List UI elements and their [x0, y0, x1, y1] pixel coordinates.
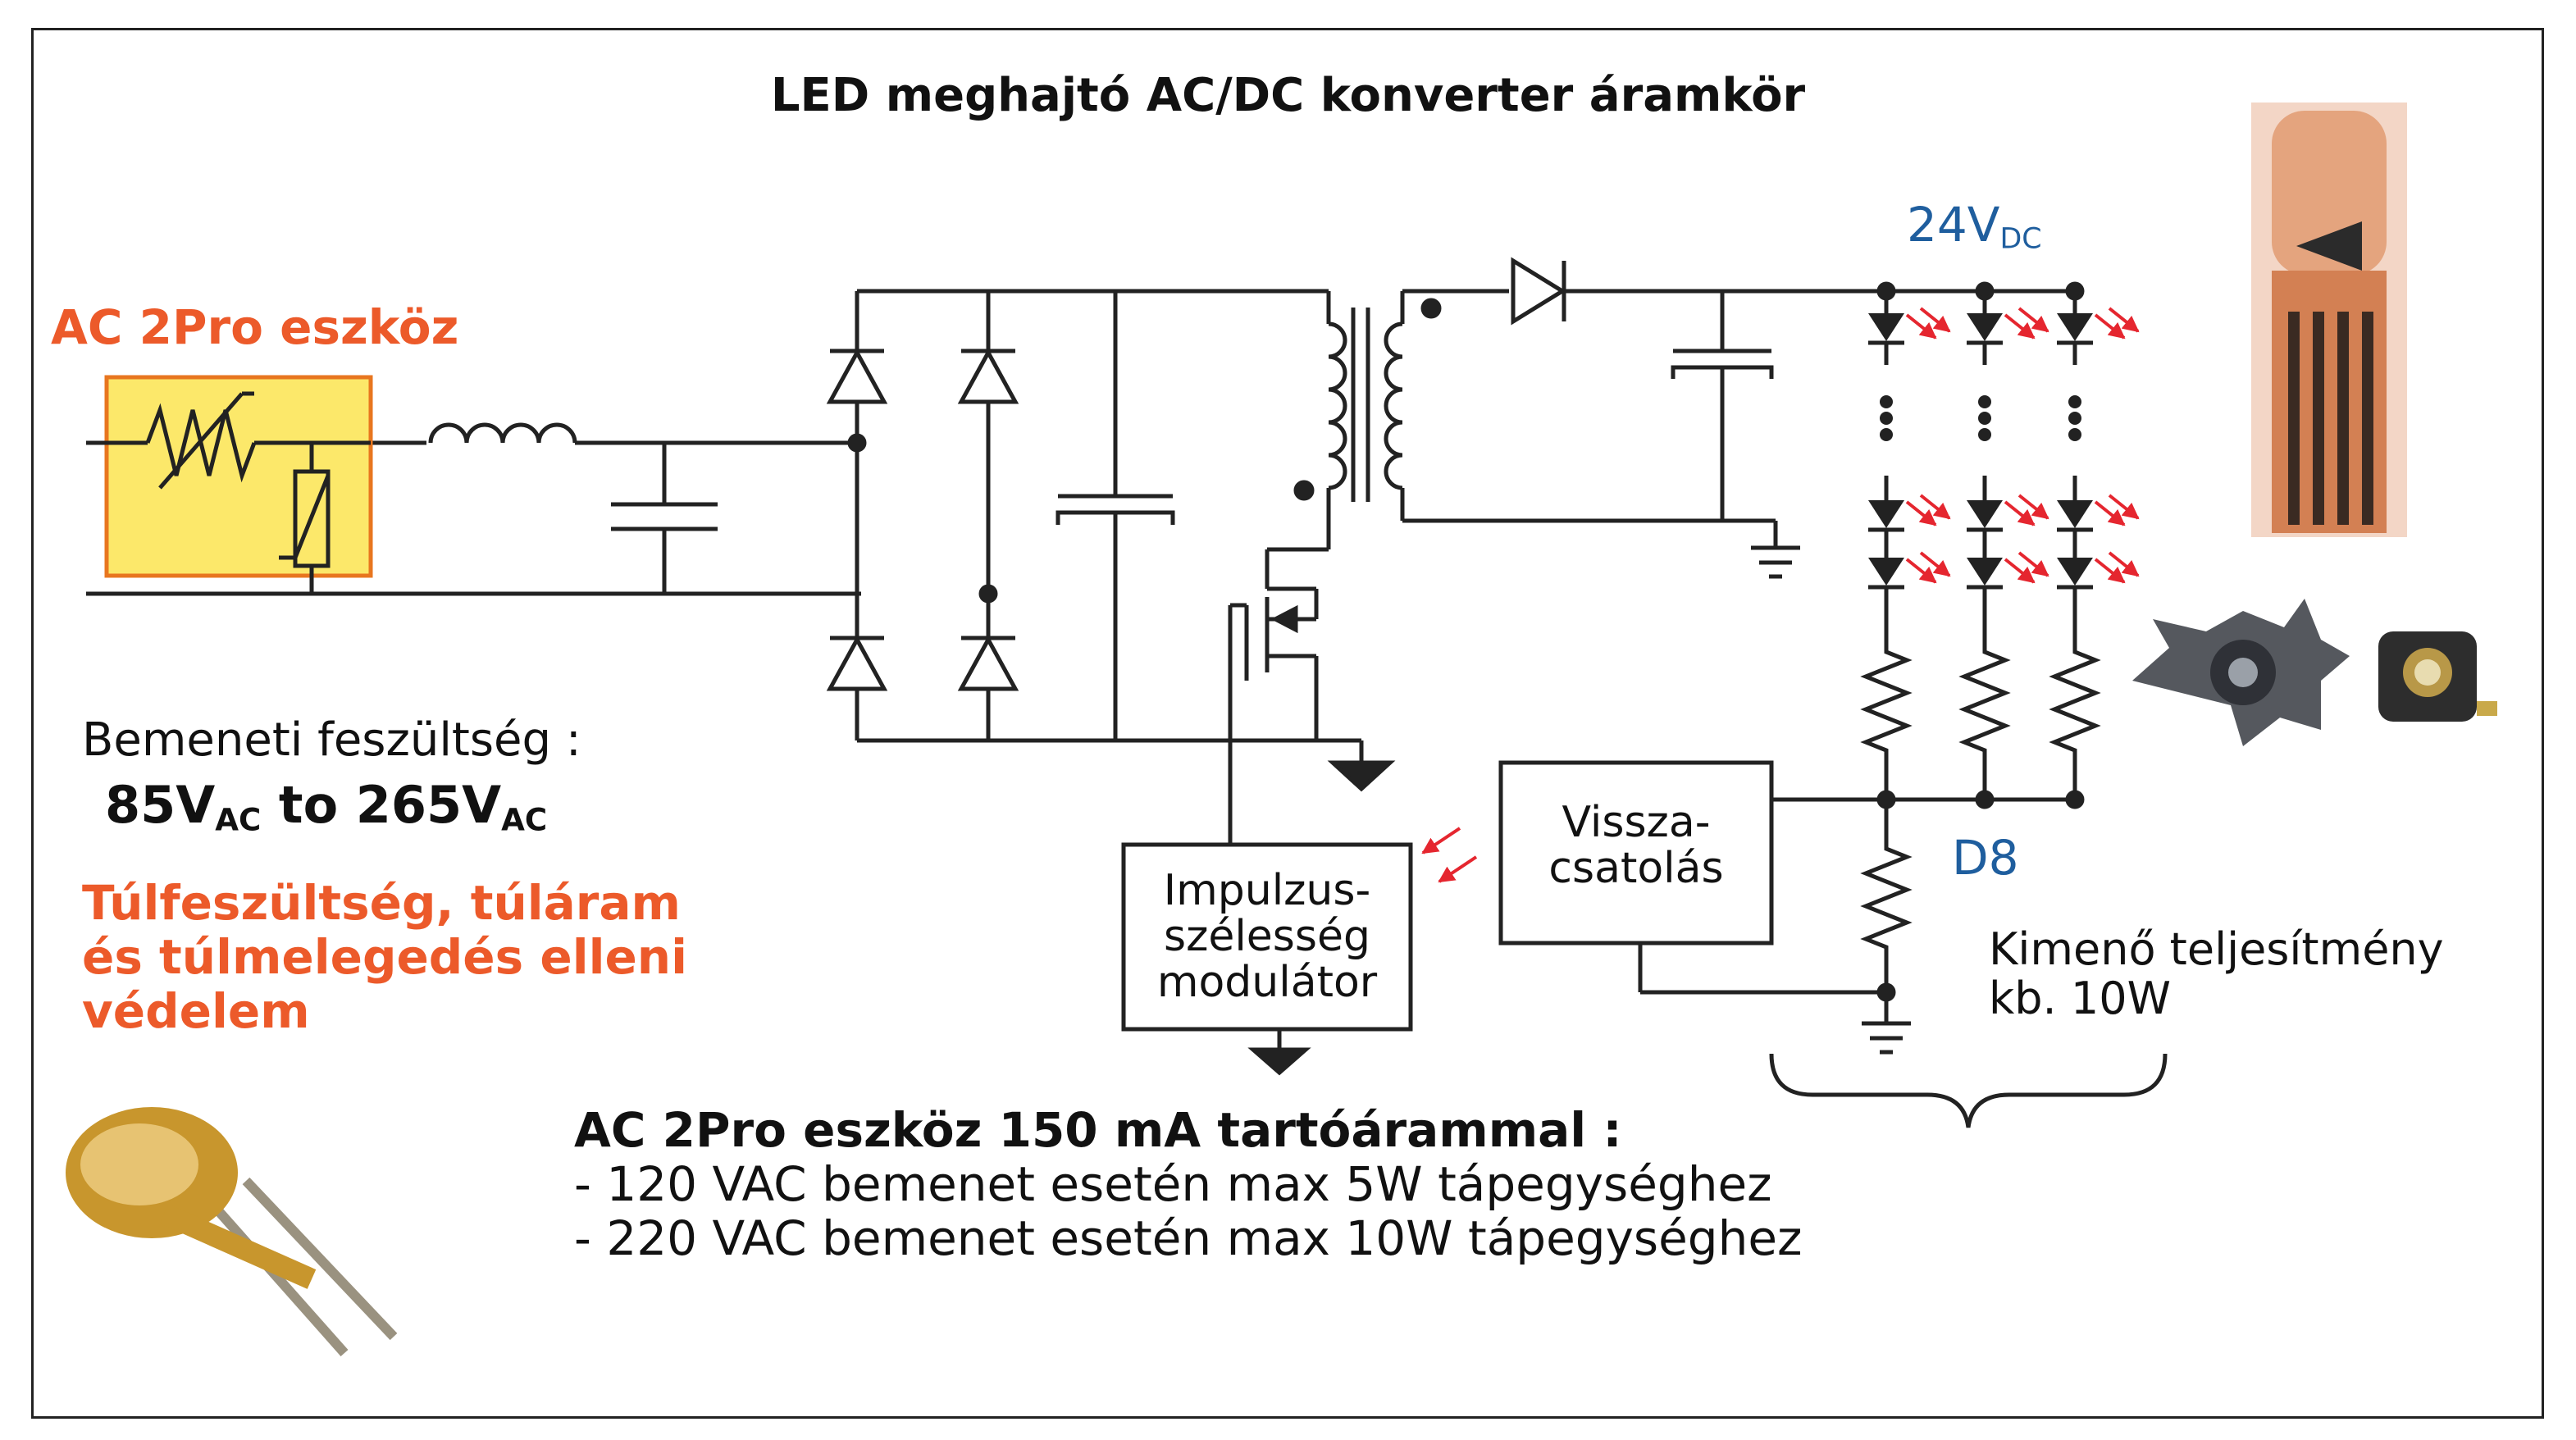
notes-line-1: - 120 VAC bemenet esetén max 5W tápegysé… — [574, 1156, 1772, 1212]
led-lamp-photo — [2251, 103, 2407, 537]
diagram-border — [31, 28, 2544, 1419]
component-photos — [66, 103, 2497, 1356]
device-label: AC 2Pro eszköz — [51, 299, 459, 355]
continuation-dot — [2068, 428, 2081, 441]
bulk-capacitor — [1055, 289, 1329, 741]
continuation-dot — [1978, 395, 1991, 408]
notes-block: AC 2Pro eszköz 150 mA tartóárammal : - 1… — [574, 1103, 1803, 1265]
led-diode — [1868, 494, 1951, 532]
input-voltage-label: Bemeneti feszültség : — [82, 713, 581, 767]
input-inductor — [428, 422, 857, 445]
mosfet-switch — [1228, 547, 1396, 845]
continuation-dot — [1880, 395, 1893, 408]
led-symbols — [1868, 307, 2140, 619]
led-diode — [2057, 551, 2140, 590]
optocoupler-light-arrows — [1421, 827, 1478, 883]
continuation-dot — [2068, 412, 2081, 425]
input-capacitor — [611, 443, 718, 594]
led-diode — [1967, 307, 2049, 345]
protection-text: Túlfeszültség, túláram és túlmelegedés e… — [82, 875, 687, 1039]
ac2pro-device-photo — [66, 1107, 398, 1356]
notes-heading: AC 2Pro eszköz 150 mA tartóárammal : — [574, 1102, 1622, 1158]
led-diode — [1967, 551, 2049, 590]
flyback-transformer — [1293, 291, 1722, 549]
output-power-text: Kimenő teljesítmény kb. 10W — [1989, 923, 2444, 1024]
bridge-rectifier — [826, 289, 1329, 743]
feedback-block-label: Vissza- csatolás — [1548, 798, 1724, 893]
led-diode — [2057, 494, 2140, 532]
output-voltage-label: 24VDC — [1907, 197, 2042, 256]
led-diode — [1967, 494, 2049, 532]
block-boxes — [1121, 760, 1774, 1076]
led-diode — [2057, 307, 2140, 345]
sense-resistors — [1638, 619, 2101, 1055]
led-diode — [1868, 307, 1951, 345]
continuation-dot — [1978, 412, 1991, 425]
smd-led-photo — [2378, 631, 2497, 722]
diode-label: D8 — [1952, 830, 2019, 886]
continuation-dot — [2068, 395, 2081, 408]
continuation-dot — [1880, 412, 1893, 425]
continuation-dot — [1880, 428, 1893, 441]
continuation-dot — [1978, 428, 1991, 441]
star-led-photo — [2132, 599, 2350, 746]
pwm-block-label: Impulzus- szélesség modulátor — [1156, 866, 1378, 1007]
input-voltage-range: 85VAC to 265VAC — [105, 775, 548, 838]
ac2pro-device-box — [86, 375, 373, 594]
diagram-title: LED meghajtó AC/DC konverter áramkör — [770, 69, 1806, 122]
notes-line-2: - 220 VAC bemenet esetén max 10W tápegys… — [574, 1210, 1803, 1266]
led-strings — [1876, 281, 2085, 313]
led-diode — [1868, 551, 1951, 590]
output-brace — [1769, 1053, 2168, 1128]
